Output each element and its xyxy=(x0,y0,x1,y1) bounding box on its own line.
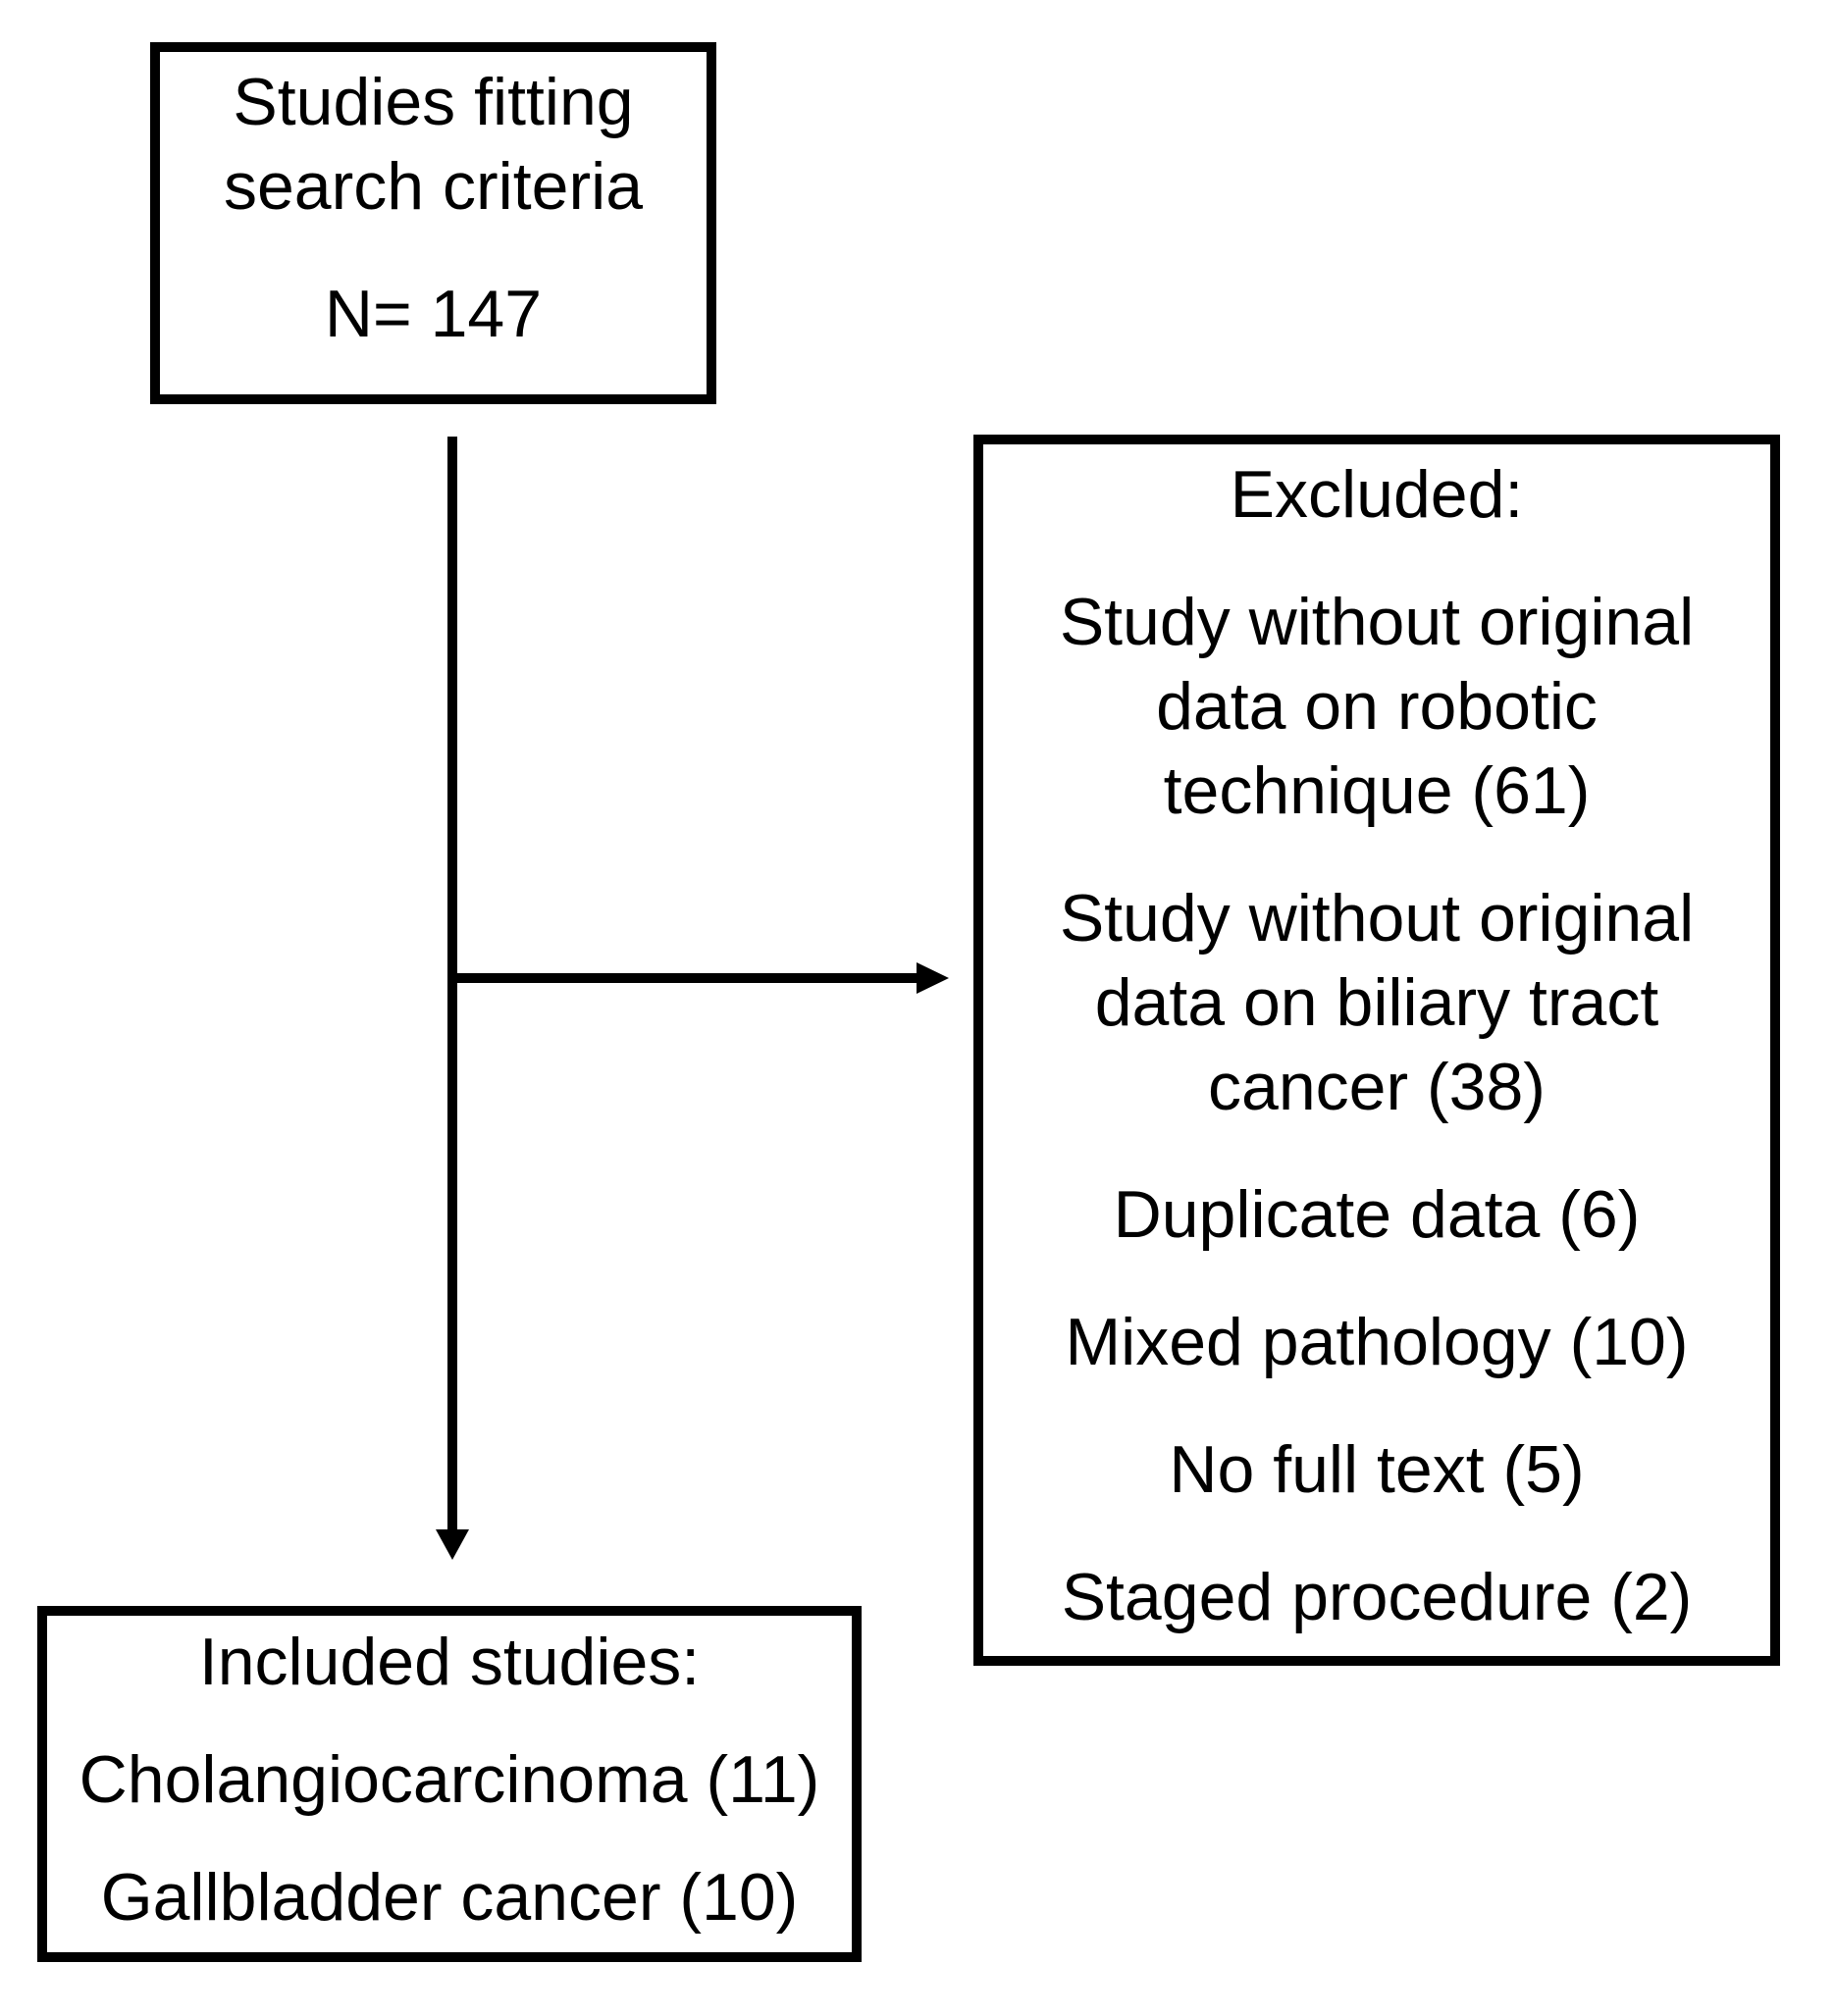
excluded-item: Study without original data on robotic t… xyxy=(1059,585,1695,828)
arrow-right-head-icon xyxy=(917,962,949,994)
box-studies-search-title: Studies fitting search criteria xyxy=(223,65,644,224)
box-studies-search: Studies fitting search criteria N= 147 xyxy=(150,42,716,404)
included-item: Gallbladder cancer (10) xyxy=(100,1860,799,1935)
excluded-item: No full text (5) xyxy=(1169,1432,1585,1507)
excluded-item: Staged procedure (2) xyxy=(1061,1560,1693,1634)
box-included-title: Included studies: xyxy=(198,1625,701,1699)
included-item: Cholangiocarcinoma (11) xyxy=(79,1742,820,1817)
excluded-item: Mixed pathology (10) xyxy=(1065,1305,1689,1379)
excluded-item: Duplicate data (6) xyxy=(1113,1177,1641,1252)
arrow-down-head-icon xyxy=(436,1529,469,1560)
box-studies-search-count: N= 147 xyxy=(324,277,543,351)
box-excluded: Excluded: Study without original data on… xyxy=(973,435,1780,1666)
excluded-item: Study without original data on biliary t… xyxy=(1059,881,1695,1124)
box-excluded-title: Excluded: xyxy=(1230,457,1524,532)
arrow-down-shaft xyxy=(447,437,457,1530)
arrow-right-shaft xyxy=(452,973,918,983)
box-included: Included studies: Cholangiocarcinoma (11… xyxy=(37,1606,862,1962)
